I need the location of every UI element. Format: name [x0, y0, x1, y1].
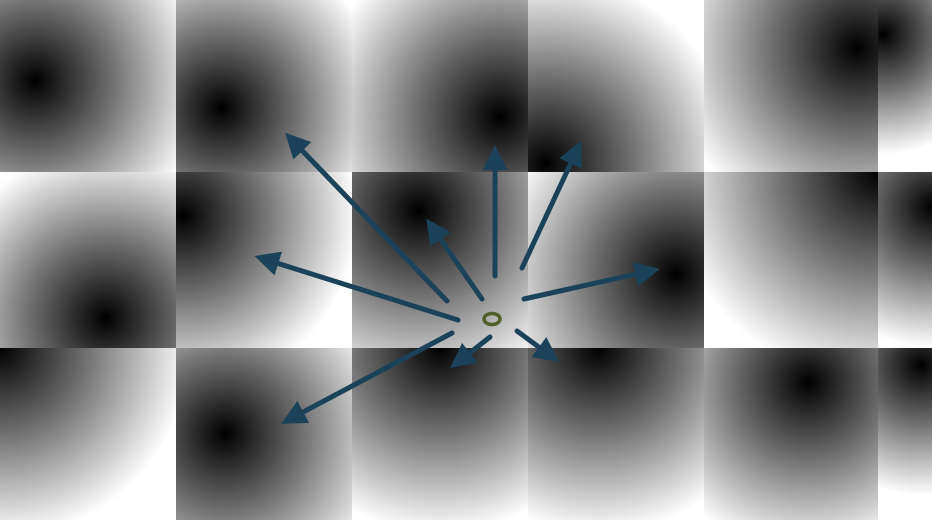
gradient-tile [352, 348, 528, 520]
gradient-tile [878, 172, 932, 348]
gradient-tile [0, 348, 176, 520]
vector-arrow [254, 251, 461, 323]
gradient-tile [878, 348, 932, 520]
vector-arrow [450, 334, 493, 369]
gradient-tile [878, 0, 932, 172]
gradient-tile [0, 172, 176, 348]
gradient-tile [528, 348, 704, 520]
gradient-tile [528, 0, 704, 172]
gradient-tile [704, 172, 878, 348]
center-ring-marker [482, 311, 502, 327]
gradient-tile [176, 0, 352, 172]
gradient-tile [0, 0, 176, 172]
vector-arrow [426, 218, 485, 302]
gradient-tile [704, 0, 878, 172]
vector-arrow [285, 132, 450, 304]
gradient-tile [528, 172, 704, 348]
vector-arrow [281, 330, 455, 424]
vector-arrow [519, 140, 582, 271]
vector-arrow [514, 328, 560, 362]
gradient-tile [176, 348, 352, 520]
gradient-tile [352, 0, 528, 172]
gradient-tile [704, 348, 878, 520]
vector-arrow [521, 262, 660, 302]
